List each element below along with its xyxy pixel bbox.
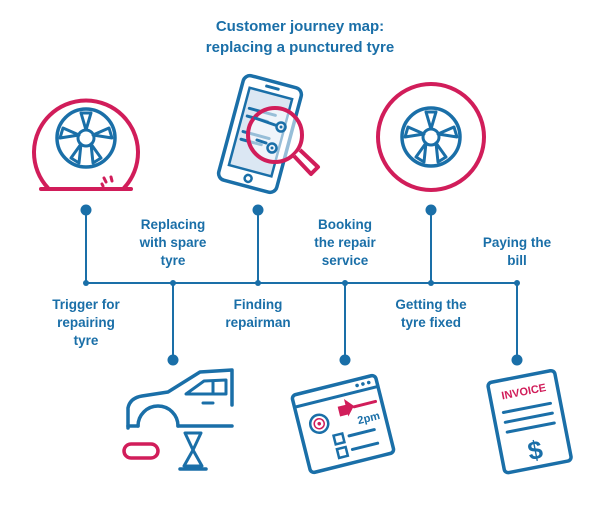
- step-dot-6: [511, 354, 523, 366]
- title-line-1: Customer journey map:: [215, 18, 385, 35]
- axis-tick-2: [170, 280, 176, 286]
- step-label-booking: Booking the repair service: [314, 217, 376, 268]
- step-dot-1: [80, 204, 92, 216]
- step-dot-3: [252, 204, 264, 216]
- step-label-paying: Paying the bill: [482, 235, 552, 268]
- step-label-finding: Finding repairman: [225, 297, 291, 330]
- step-label-trigger: Trigger for repairing tyre: [52, 297, 120, 348]
- step-label-getting-fixed: Getting the tyre fixed: [395, 297, 467, 330]
- axis-tick-5: [428, 280, 434, 286]
- title-line-2: replacing a punctured tyre: [205, 39, 395, 56]
- booking-calendar-icon: 2pm: [290, 373, 396, 475]
- page-title: Customer journey map: replacing a punctu…: [0, 16, 600, 58]
- booking-time: 2pm: [356, 410, 381, 427]
- invoice-dollar-icon: $: [525, 434, 545, 466]
- fixed-tyre-icon: [376, 82, 486, 192]
- flat-tyre-icon: [32, 98, 140, 191]
- step-dot-2: [167, 354, 179, 366]
- step-dot-5: [425, 204, 437, 216]
- step-dot-4: [339, 354, 351, 366]
- invoice-icon: INVOICE $: [486, 368, 573, 475]
- car-on-jack-icon: [122, 368, 234, 471]
- step-label-replacing: Replacing with spare tyre: [139, 217, 207, 268]
- axis-tick-4: [342, 280, 348, 286]
- axis-tick-6: [514, 280, 520, 286]
- axis-tick-1: [83, 280, 89, 286]
- phone-search-icon: [216, 73, 320, 195]
- axis-tick-3: [255, 280, 261, 286]
